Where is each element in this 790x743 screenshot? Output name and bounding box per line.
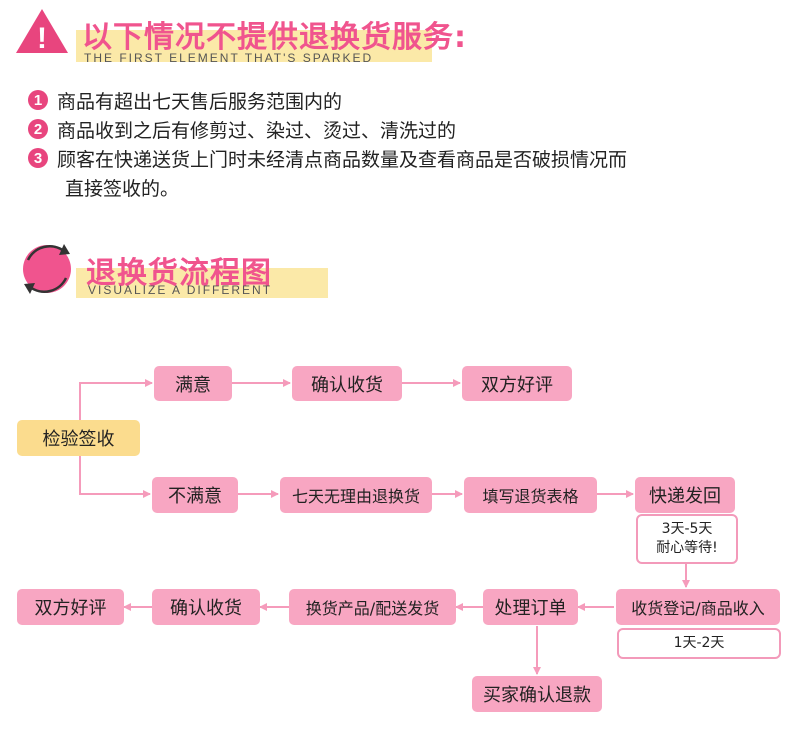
rule-number-badge: 3: [28, 148, 48, 168]
section2-title: 退换货流程图: [86, 256, 272, 291]
satisfied-box: 满意: [154, 366, 232, 401]
svg-text:!: !: [37, 22, 47, 55]
wait-time-note: 3天-5天 耐心等待!: [636, 514, 738, 564]
buyer-confirm-refund-box: 买家确认退款: [472, 676, 602, 712]
seven-day-return-box: 七天无理由退换货: [280, 477, 432, 513]
rule-text: 商品有超出七天售后服务范围内的: [57, 91, 343, 113]
processing-duration-note: 1天-2天: [617, 628, 781, 659]
rule-number-badge: 1: [28, 90, 48, 110]
rule-item: 1 商品有超出七天售后服务范围内的: [28, 88, 342, 117]
processing-duration-text: 1天-2天: [673, 635, 725, 651]
warning-icon: !: [14, 7, 70, 55]
unsatisfied-box: 不满意: [152, 477, 238, 513]
section1-subtitle: THE FIRST ELEMENT THAT'S SPARKED: [84, 51, 374, 65]
fill-return-form-box: 填写退货表格: [464, 477, 597, 513]
good-review-top-box: 双方好评: [462, 366, 572, 401]
rule-number-badge: 2: [28, 119, 48, 139]
ship-back-box: 快递发回: [635, 477, 735, 513]
inspect-sign-box: 检验签收: [17, 420, 140, 456]
rule-item: 3 顾客在快递送货上门时未经清点商品数量及查看商品是否破损情况而 直接签收的。: [28, 146, 627, 204]
wait-time-range: 3天-5天: [661, 521, 713, 537]
section2-subtitle: VISUALIZE A DIFFERENT: [88, 283, 273, 297]
wait-patience-text: 耐心等待!: [656, 540, 718, 556]
confirm-receipt-bottom-box: 确认收货: [152, 589, 260, 625]
confirm-receipt-top-box: 确认收货: [292, 366, 402, 401]
good-review-bottom-box: 双方好评: [17, 589, 124, 625]
refresh-icon: [18, 238, 78, 298]
title-highlight: [76, 268, 328, 298]
rule-item: 2 商品收到之后有修剪过、染过、烫过、清洗过的: [28, 117, 456, 146]
rule-text: 顾客在快递送货上门时未经清点商品数量及查看商品是否破损情况而: [57, 149, 628, 171]
rule-text: 商品收到之后有修剪过、染过、烫过、清洗过的: [57, 120, 457, 142]
process-order-box: 处理订单: [483, 589, 578, 625]
exchange-ship-box: 换货产品/配送发货: [289, 589, 456, 625]
rule-text-continued: 直接签收的。: [65, 178, 180, 200]
title-highlight: [76, 30, 432, 62]
section1-title: 以下情况不提供退换货服务:: [82, 20, 467, 55]
receive-register-box: 收货登记/商品收入: [616, 589, 780, 625]
